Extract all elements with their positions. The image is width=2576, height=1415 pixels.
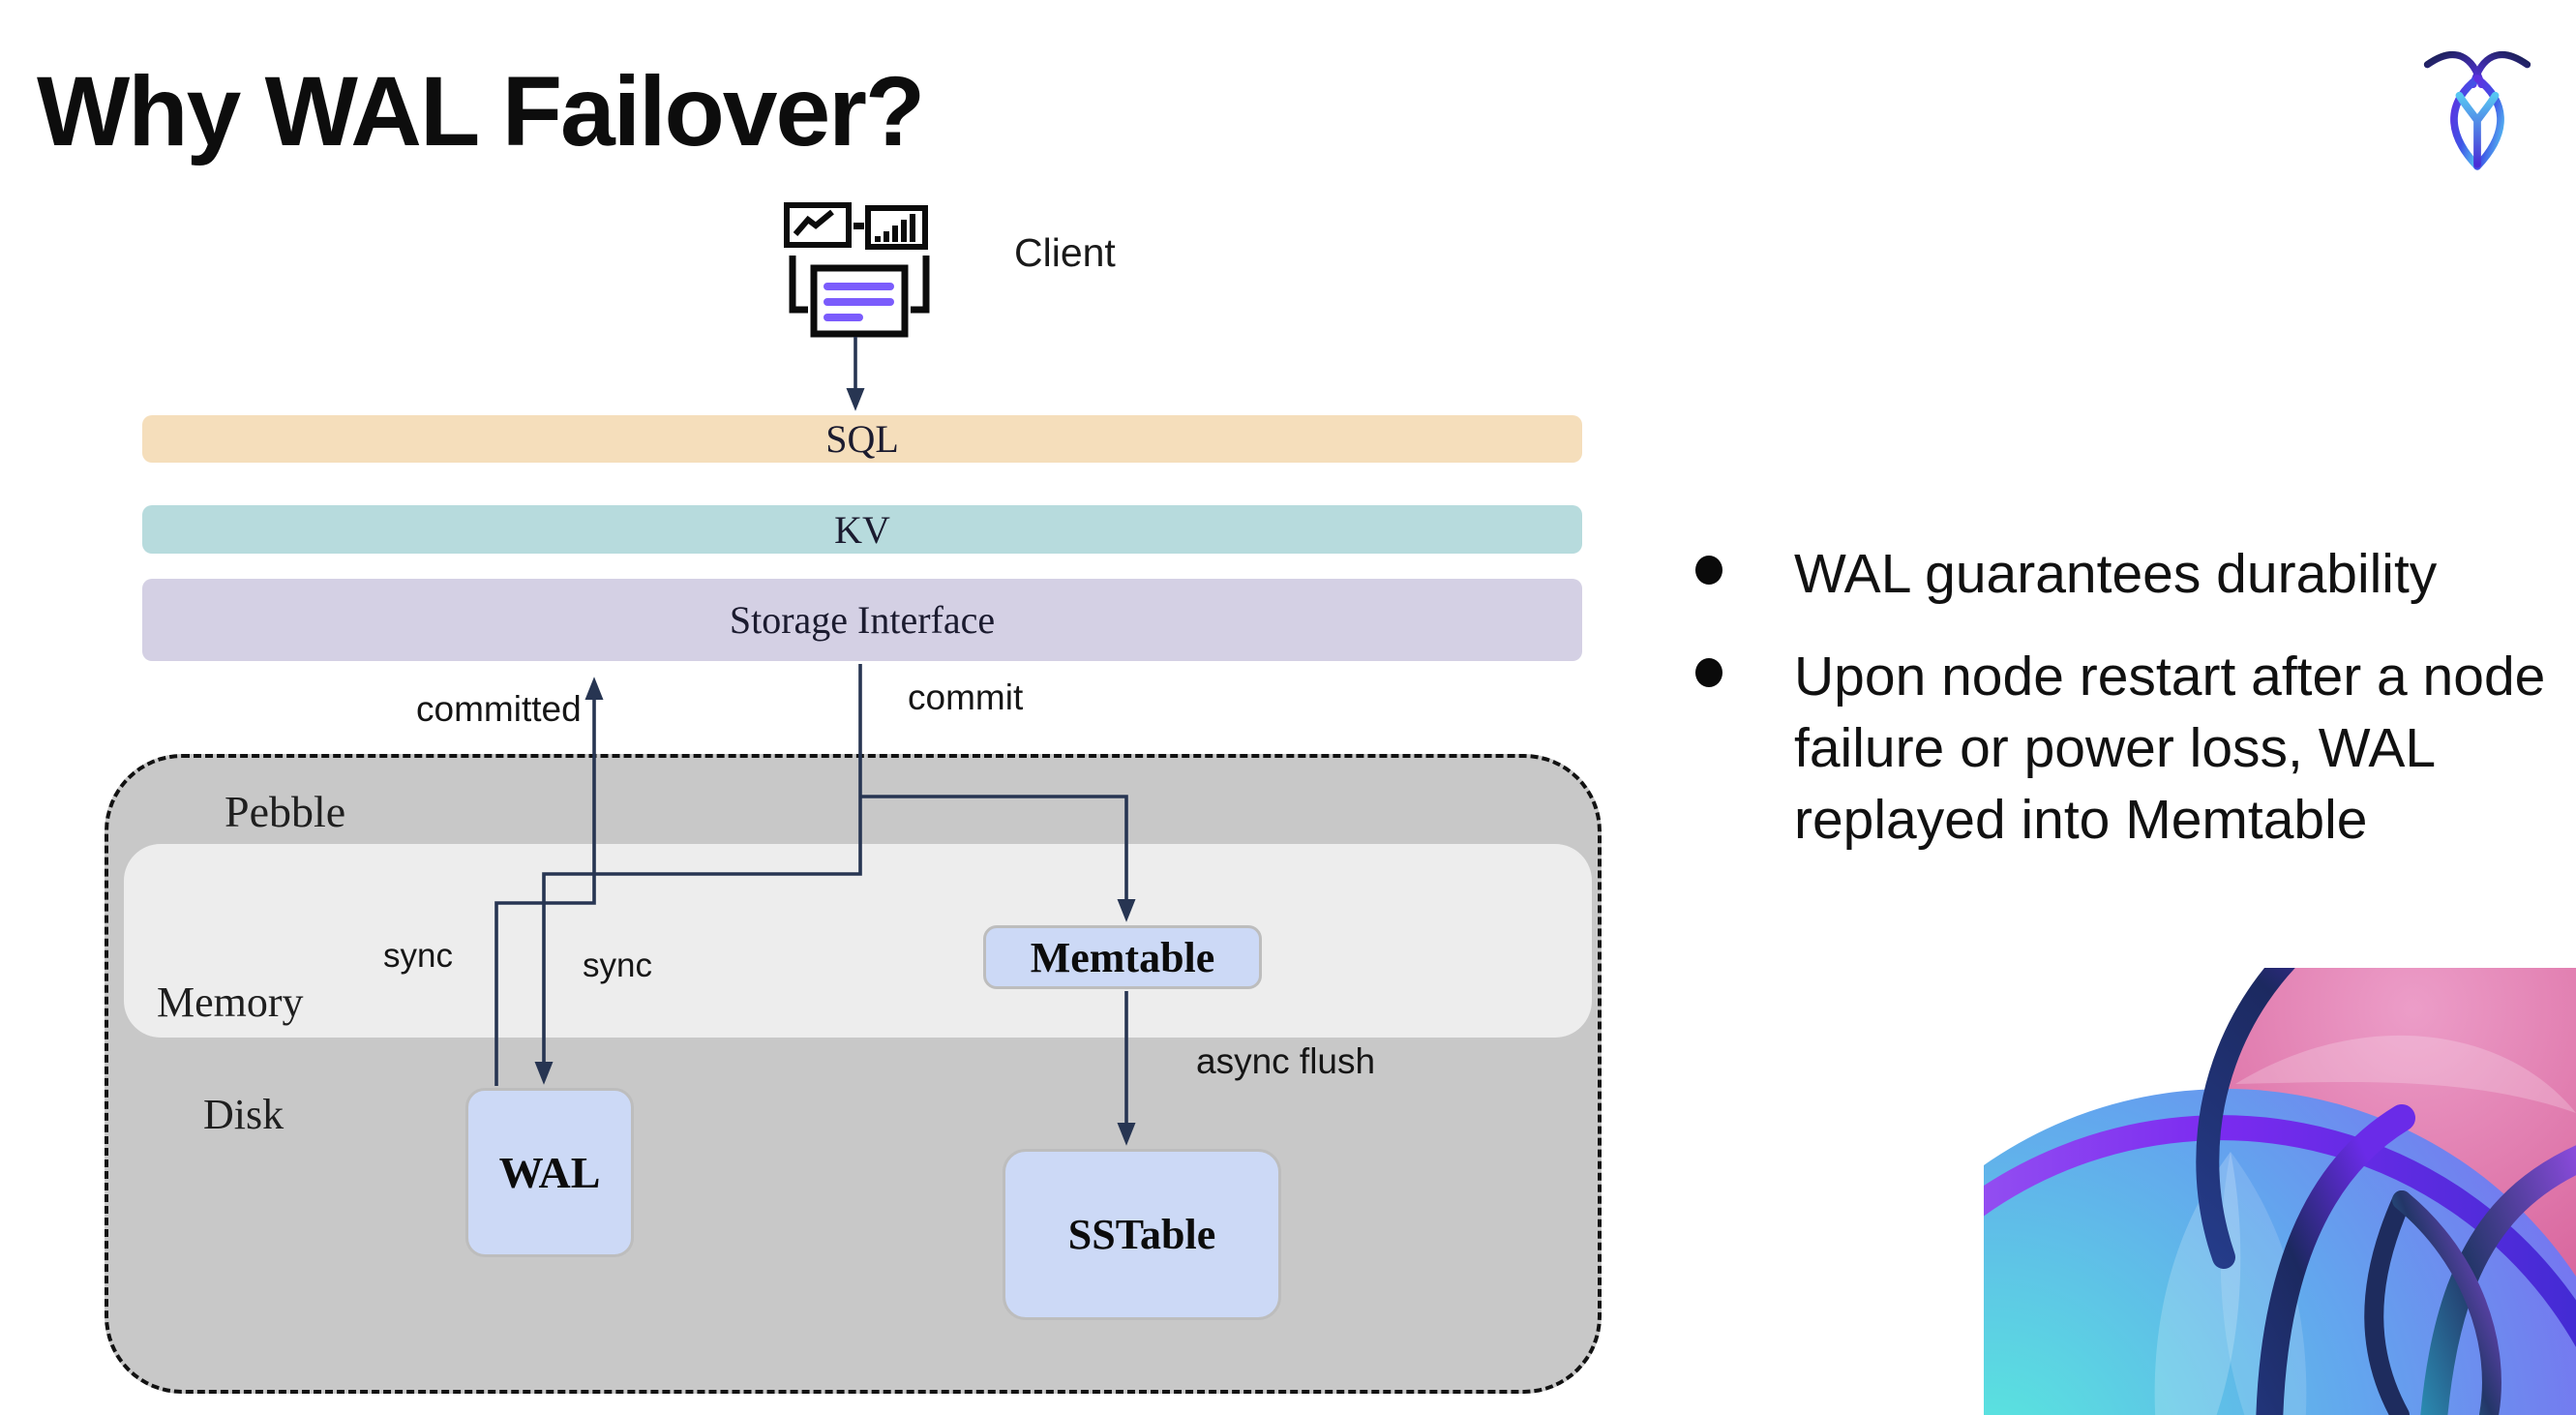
disk-label: Disk <box>203 1091 285 1138</box>
sstable-label: SSTable <box>1067 1211 1216 1258</box>
client-label: Client <box>1014 230 1116 275</box>
layer-label-kv: KV <box>834 507 890 552</box>
bullet-item: WAL guarantees durability <box>1695 538 2566 610</box>
page-title: Why WAL Failover? <box>37 56 925 166</box>
sstable-box: SSTable <box>1003 1149 1281 1320</box>
bullet-dot-icon <box>1695 658 1722 687</box>
bullet-item: Upon node restart after a node failure o… <box>1695 641 2566 856</box>
bullet-text: WAL guarantees durability <box>1794 543 2438 605</box>
layer-bar-kv: KV <box>142 505 1582 554</box>
layer-label-storage-interface: Storage Interface <box>729 598 996 642</box>
layer-bar-storage-interface: Storage Interface <box>142 579 1582 661</box>
memtable-box: Memtable <box>983 925 1262 989</box>
wal-label: WAL <box>498 1148 601 1197</box>
client-workstation-icon <box>784 202 930 338</box>
bullet-dot-icon <box>1695 556 1722 585</box>
cockroachdb-logo-icon <box>2423 51 2531 170</box>
memory-label: Memory <box>157 978 304 1026</box>
layer-label-sql: SQL <box>825 417 899 461</box>
committed-label: committed <box>416 689 582 729</box>
layer-bar-sql: SQL <box>142 415 1582 463</box>
memory-band <box>124 844 1592 1038</box>
pebble-label: Pebble <box>225 787 346 836</box>
async-flush-label: async flush <box>1196 1041 1376 1081</box>
document-lines-icon <box>824 283 894 321</box>
memtable-label: Memtable <box>1030 933 1215 981</box>
cockroachdb-brand-art <box>1984 968 2576 1415</box>
sync-label-left: sync <box>383 937 453 975</box>
bullet-text: Upon node restart after a node failure o… <box>1794 646 2546 851</box>
commit-label: commit <box>908 677 1024 717</box>
sync-label-right: sync <box>583 947 652 984</box>
wal-box: WAL <box>465 1088 634 1257</box>
